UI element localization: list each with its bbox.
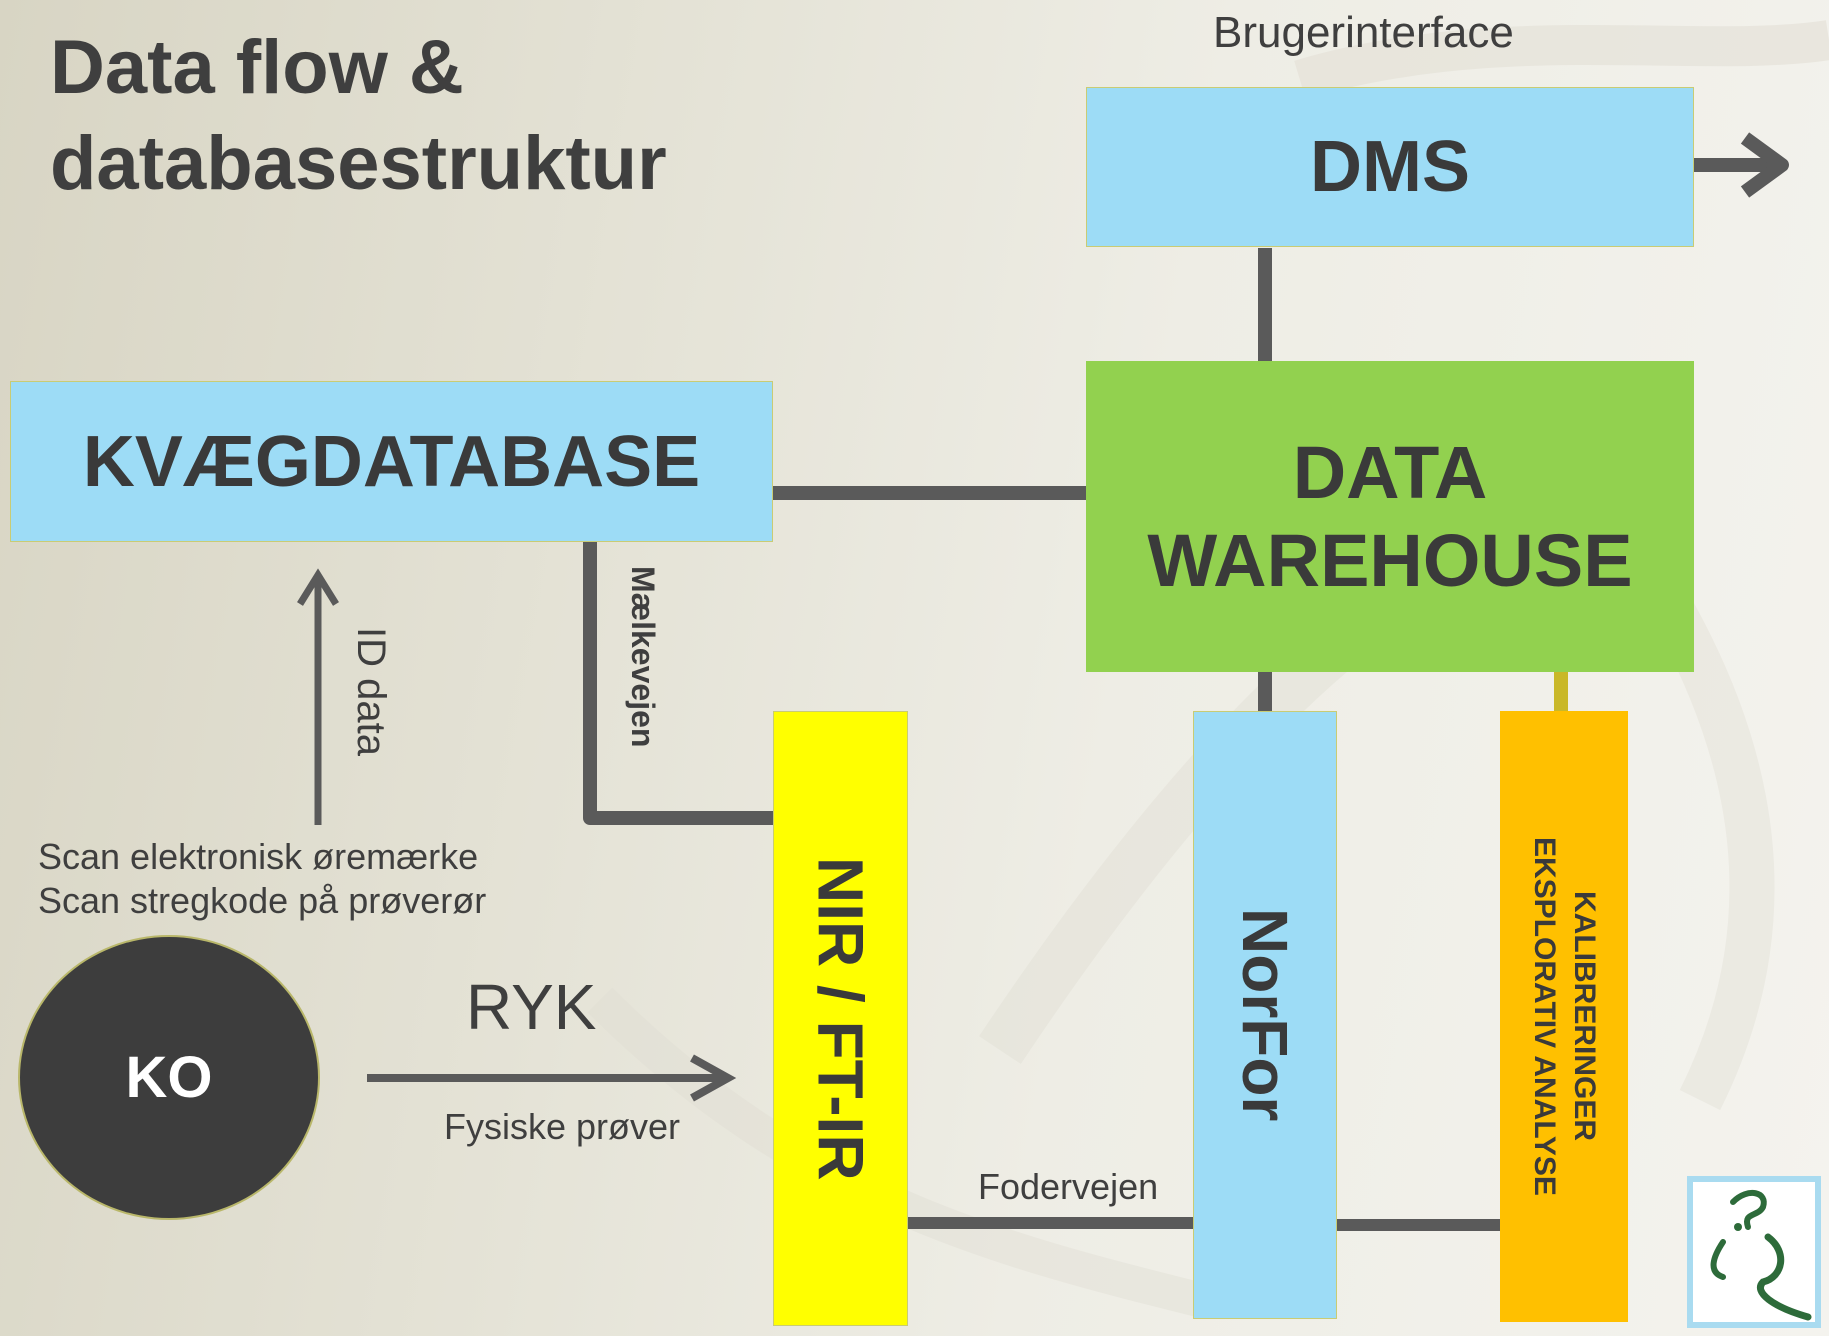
ryk-arrowhead	[690, 1054, 737, 1102]
data-warehouse-box[interactable]: DATA WAREHOUSE	[1086, 361, 1694, 672]
scan-ear-tag-label: Scan elektronisk øremærke	[38, 836, 479, 877]
norfor-label: NorFor	[1229, 908, 1301, 1122]
scan-barcode-label: Scan stregkode på prøverør	[38, 880, 487, 921]
data-warehouse-label: DATA WAREHOUSE	[1147, 430, 1633, 602]
physical-samples-label: Fysiske prøver	[444, 1106, 681, 1147]
id-data-arrowhead	[297, 568, 339, 606]
norfor-box[interactable]: NorFor	[1193, 711, 1337, 1319]
kalibreringer-label: KALIBRERINGER EKSPLORATIV ANALYSE	[1528, 837, 1601, 1196]
ko-circle[interactable]: KO	[18, 935, 320, 1220]
dms-box[interactable]: DMS	[1086, 87, 1694, 247]
milk-route-label: Mælkevejen	[625, 566, 661, 748]
nir-ftir-box[interactable]: NIR / FT-IR	[773, 711, 908, 1326]
ko-label: KO	[125, 1045, 213, 1110]
nir-ftir-label: NIR / FT-IR	[804, 856, 877, 1181]
ryk-label: RYK	[466, 971, 597, 1043]
user-interface-label: Brugerinterface	[1213, 8, 1514, 57]
feed-route-label: Fodervejen	[978, 1166, 1159, 1207]
id-data-label: ID data	[349, 627, 393, 756]
arrow-right-icon	[1693, 132, 1789, 198]
cow-logo-icon	[1687, 1176, 1821, 1328]
kvaegdatabase-label: KVÆGDATABASE	[82, 421, 701, 502]
kvaegdatabase-box[interactable]: KVÆGDATABASE	[10, 381, 773, 542]
page-title: Data flow & databasestruktur	[50, 25, 667, 206]
kalibreringer-box[interactable]: KALIBRERINGER EKSPLORATIV ANALYSE	[1500, 711, 1628, 1322]
connector-milk-route	[583, 542, 773, 825]
dms-label: DMS	[1310, 127, 1470, 207]
